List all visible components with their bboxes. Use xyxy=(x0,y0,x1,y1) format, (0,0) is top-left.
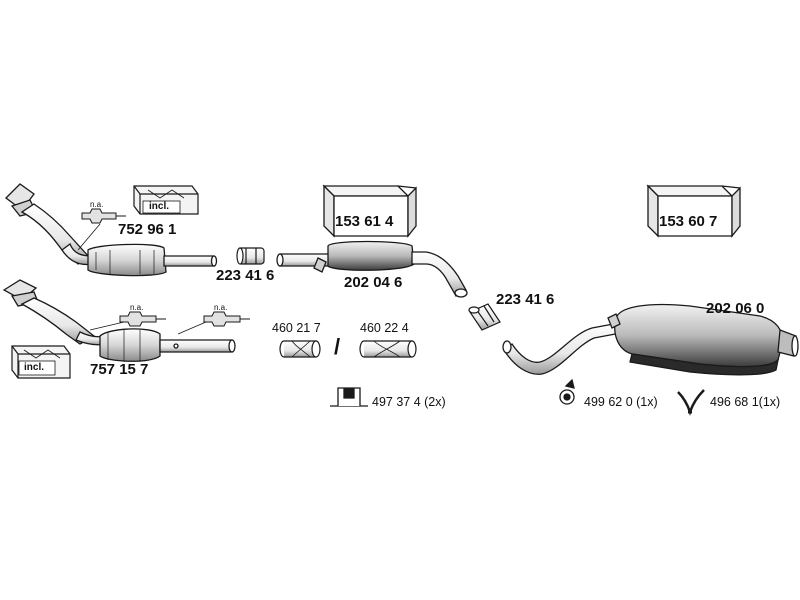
part-number-757157: 757 15 7 xyxy=(90,361,149,378)
part-number-460217: 460 21 7 xyxy=(272,321,321,335)
catalytic-converter-top xyxy=(5,183,218,277)
note-na-top: n.a. xyxy=(90,200,104,209)
part-number-460224: 460 22 4 xyxy=(360,321,409,335)
part-number-223416-left: 223 41 6 xyxy=(216,267,275,284)
bracket-icon xyxy=(330,387,368,407)
lambda-sensor-bottom-right xyxy=(177,311,250,335)
part-number-499620: 499 62 0 (1x) xyxy=(584,395,658,409)
clamp-right xyxy=(468,303,501,331)
part-number-202046: 202 04 6 xyxy=(344,274,403,291)
lambda-sensor-top xyxy=(77,208,126,251)
lambda-sensor-bottom-left xyxy=(89,311,166,331)
box-label-153607: 153 60 7 xyxy=(659,213,718,230)
rear-muffler xyxy=(502,303,799,376)
note-na-bottom-left: n.a. xyxy=(130,303,144,312)
part-number-202060: 202 06 0 xyxy=(706,300,765,317)
box-label-153614: 153 61 4 xyxy=(335,213,394,230)
part-number-752961: 752 96 1 xyxy=(118,221,177,238)
connector-460217 xyxy=(279,340,321,358)
connector-460224 xyxy=(359,340,417,358)
parts-box-153614 xyxy=(322,184,417,238)
parts-box-incl-top xyxy=(133,185,199,215)
rubber-mount-icon xyxy=(559,378,575,405)
part-number-497374: 497 37 4 (2x) xyxy=(372,395,446,409)
middle-muffler xyxy=(276,240,468,298)
separator: / xyxy=(334,334,341,359)
incl-label-top: incl. xyxy=(149,201,170,212)
parts-box-incl-bottom xyxy=(11,345,71,379)
part-number-496681: 496 68 1(1x) xyxy=(710,395,781,409)
part-number-223416-right: 223 41 6 xyxy=(496,291,555,308)
parts-box-153607 xyxy=(646,184,741,238)
hanger-icon xyxy=(677,389,705,416)
catalytic-converter-bottom xyxy=(2,279,236,362)
note-na-bottom-right: n.a. xyxy=(214,303,228,312)
incl-label-bottom: incl. xyxy=(24,362,45,373)
clamp-left xyxy=(236,247,265,265)
